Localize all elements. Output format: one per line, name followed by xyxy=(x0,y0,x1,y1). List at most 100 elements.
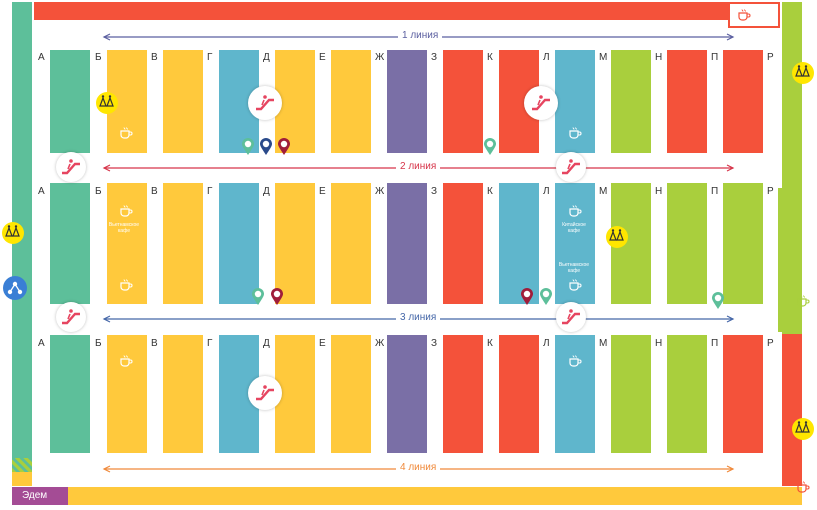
block-row1-col12[interactable] xyxy=(667,50,707,153)
location-pin-icon[interactable] xyxy=(711,292,725,315)
block-row1-col8[interactable] xyxy=(443,50,483,153)
restroom-icon[interactable] xyxy=(606,226,628,248)
block-row2-col2[interactable] xyxy=(107,183,147,304)
column-letter: Р xyxy=(767,186,774,197)
location-pin-icon[interactable] xyxy=(259,138,273,161)
block-row2-col7[interactable] xyxy=(387,183,427,304)
block-row2-col3[interactable] xyxy=(163,183,203,304)
column-letter: Н xyxy=(655,186,663,197)
restroom-icon[interactable] xyxy=(792,418,814,440)
block-row3-col8[interactable] xyxy=(443,335,483,453)
coffee-icon[interactable] xyxy=(567,354,583,373)
block-row2-col6[interactable] xyxy=(331,183,371,304)
right-lime-inner xyxy=(778,188,788,332)
location-pin-icon[interactable] xyxy=(520,288,534,311)
column-letter: А xyxy=(38,52,45,63)
column-letter: Г xyxy=(207,186,213,197)
column-letter: Б xyxy=(95,186,102,197)
coffee-icon[interactable] xyxy=(118,204,134,223)
block-row3-col10[interactable] xyxy=(555,335,595,453)
escalator-icon[interactable] xyxy=(556,152,586,182)
vietnamese-cafe-label-2: Вьетнамское кафе xyxy=(558,262,590,274)
column-letter: А xyxy=(38,186,45,197)
column-letter: Е xyxy=(319,186,326,197)
top-right-cafe-box xyxy=(728,2,780,28)
chinese-cafe-label: Китайское кафе xyxy=(562,222,586,234)
location-pin-icon[interactable] xyxy=(539,288,553,311)
coffee-icon[interactable] xyxy=(118,354,134,373)
network-icon[interactable] xyxy=(3,276,27,300)
restroom-icon[interactable] xyxy=(2,222,24,244)
block-row2-col4[interactable] xyxy=(219,183,259,304)
escalator-icon[interactable] xyxy=(248,376,282,410)
column-letter: А xyxy=(38,338,45,349)
coffee-icon[interactable] xyxy=(567,278,583,297)
location-pin-icon[interactable] xyxy=(277,138,291,161)
block-row1-col3[interactable] xyxy=(163,50,203,153)
block-row2-col8[interactable] xyxy=(443,183,483,304)
column-letter: К xyxy=(487,52,493,63)
block-row3-col13[interactable] xyxy=(723,335,763,453)
location-pin-icon[interactable] xyxy=(251,288,265,311)
column-letter: К xyxy=(487,186,493,197)
block-row1-col7[interactable] xyxy=(387,50,427,153)
column-letter: Г xyxy=(207,338,213,349)
block-row1-col13[interactable] xyxy=(723,50,763,153)
location-pin-icon[interactable] xyxy=(270,288,284,311)
block-row3-col9[interactable] xyxy=(499,335,539,453)
column-letter: В xyxy=(151,186,158,197)
block-row2-col13[interactable] xyxy=(723,183,763,304)
block-row3-col11[interactable] xyxy=(611,335,651,453)
block-row3-col3[interactable] xyxy=(163,335,203,453)
restroom-icon[interactable] xyxy=(96,92,118,114)
escalator-icon[interactable] xyxy=(556,302,586,332)
column-letter: Г xyxy=(207,52,213,63)
column-letter: Н xyxy=(655,52,663,63)
coffee-icon[interactable] xyxy=(795,294,811,313)
block-row1-col1[interactable] xyxy=(50,50,90,153)
left-hatched-block xyxy=(12,458,32,472)
location-pin-icon[interactable] xyxy=(241,138,255,161)
column-letter: П xyxy=(711,186,719,197)
line4-label: 4 линия xyxy=(396,462,441,473)
column-letter: П xyxy=(711,338,719,349)
coffee-icon[interactable] xyxy=(118,126,134,145)
restroom-icon[interactable] xyxy=(792,62,814,84)
column-letter: Л xyxy=(543,338,550,349)
vietnamese-cafe-label-1: Вьетнамское кафе xyxy=(108,222,140,234)
column-letter: Р xyxy=(767,338,774,349)
block-row2-col10[interactable] xyxy=(555,183,595,304)
coffee-icon[interactable] xyxy=(567,126,583,145)
line2-label: 2 линия xyxy=(396,161,441,172)
column-letter: Н xyxy=(655,338,663,349)
block-row2-col9[interactable] xyxy=(499,183,539,304)
escalator-icon[interactable] xyxy=(56,152,86,182)
block-row3-col12[interactable] xyxy=(667,335,707,453)
coffee-icon[interactable] xyxy=(736,8,752,27)
column-letter: К xyxy=(487,338,493,349)
block-row2-col12[interactable] xyxy=(667,183,707,304)
block-row3-col1[interactable] xyxy=(50,335,90,453)
block-row1-col6[interactable] xyxy=(331,50,371,153)
column-letter: Ж xyxy=(375,338,385,349)
escalator-icon[interactable] xyxy=(524,86,558,120)
block-row3-col2[interactable] xyxy=(107,335,147,453)
block-row3-col6[interactable] xyxy=(331,335,371,453)
escalator-icon[interactable] xyxy=(56,302,86,332)
coffee-icon[interactable] xyxy=(795,480,811,499)
block-row2-col5[interactable] xyxy=(275,183,315,304)
coffee-icon[interactable] xyxy=(567,204,583,223)
escalator-icon[interactable] xyxy=(248,86,282,120)
coffee-icon[interactable] xyxy=(118,278,134,297)
column-letter: Д xyxy=(263,338,270,349)
block-row1-col10[interactable] xyxy=(555,50,595,153)
block-row2-col1[interactable] xyxy=(50,183,90,304)
column-letter: Б xyxy=(95,52,102,63)
block-row1-col11[interactable] xyxy=(611,50,651,153)
column-letter: В xyxy=(151,52,158,63)
block-row3-col7[interactable] xyxy=(387,335,427,453)
location-pin-icon[interactable] xyxy=(483,138,497,161)
column-letter: Р xyxy=(767,52,774,63)
column-letter: Л xyxy=(543,186,550,197)
